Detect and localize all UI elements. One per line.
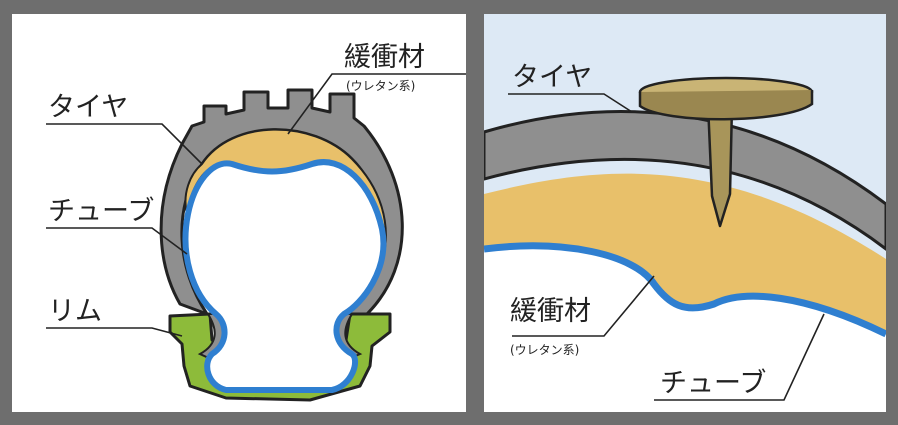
cushion-note-label: (ウレタン系): [346, 79, 415, 93]
tube-label: チューブ: [48, 196, 154, 227]
inner-tube: [182, 159, 387, 393]
leader-lines: [46, 73, 466, 337]
cushion-edge: [484, 158, 886, 250]
tube-label: チューブ: [660, 368, 766, 399]
leader-lines: [508, 93, 825, 401]
inner-tube: [484, 242, 886, 338]
cross-section-panel: 緩衝材 (ウレタン系) タイヤ チューブ リム: [12, 14, 466, 412]
cushion-note-label: (ウレタン系): [510, 343, 579, 357]
puncture-closeup-panel: タイヤ 緩衝材 (ウレタン系) チューブ: [484, 14, 886, 412]
tire-label: タイヤ: [48, 92, 128, 123]
tire-label: タイヤ: [512, 62, 592, 93]
cross-section-diagram: 緩衝材 (ウレタン系) タイヤ チューブ リム: [46, 42, 466, 402]
puncture-closeup-diagram: タイヤ 緩衝材 (ウレタン系) チューブ: [484, 62, 886, 412]
nail: [638, 76, 814, 228]
tube-interior: [484, 245, 886, 412]
rim-label: リム: [48, 296, 102, 327]
cushion-label: 緩衝材: [344, 42, 425, 73]
cushion-material: [484, 173, 886, 334]
cushion-label: 緩衝材: [510, 296, 591, 327]
